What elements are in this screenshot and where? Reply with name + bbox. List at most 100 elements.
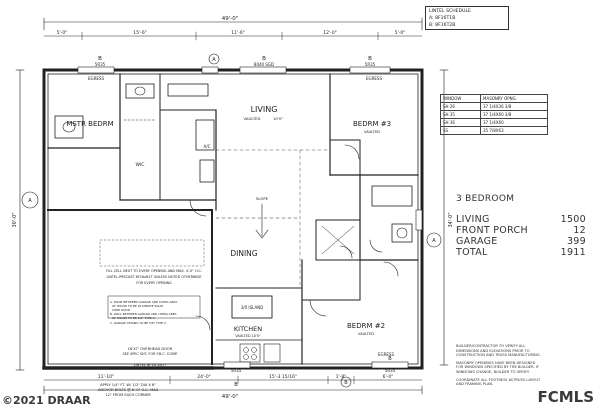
summary-label: TOTAL [456, 247, 488, 258]
room-bedrm3: BEDRM #3 [353, 120, 391, 128]
lintel-schedule-title: LINTEL SCHEDULE [429, 9, 471, 14]
garage-note-6: CORE DOOR [112, 308, 130, 312]
bottom-note-2: ANCHOR BOLTS @ 6'-0" O.C. MAX [98, 388, 159, 392]
window-table-header: WINDOW MASONRY OPNG. [440, 94, 548, 103]
room-bedrm3-ceiling: VAULTED [364, 130, 380, 134]
header-tag-2: 5R35 [365, 62, 376, 67]
room-dining: DINING [230, 249, 257, 258]
garage-note-5: OF HOUSE TO BE 20 MINUTE SOLID [112, 304, 164, 308]
window-table: WINDOW MASONRY OPNG. SH 26 37 1/4X36 3/8… [440, 94, 548, 135]
wall-label-a2: A [432, 238, 436, 244]
window-cell: SH 35 [440, 110, 481, 119]
table-row: SS 35 7/8X63 [440, 126, 548, 135]
wall-label-b6: B [388, 356, 392, 362]
garage-note-3: FOR EVERY OPENING [136, 281, 172, 285]
seg-bottom-1: 24'-0" [197, 374, 211, 380]
wall-label-b2: B [262, 56, 266, 62]
room-kitchen: KITCHEN [234, 325, 262, 333]
area-summary: 3 BEDROOM LIVING 1500 FRONT PORCH 12 GAR… [456, 194, 586, 258]
wall-label-a1: A [212, 57, 216, 63]
wall-label-a3: A [28, 198, 32, 204]
room-living-ceiling: VAULTED [244, 116, 261, 121]
room-kitchen-ceiling: VAULTED 10'0" [235, 334, 261, 338]
wall-label-b5: B [344, 380, 348, 386]
egress-label-2: EGRESS [366, 76, 382, 81]
watermark-left: ©2021 DRAAR [2, 394, 91, 407]
watermark-right: FCMLS [537, 388, 594, 406]
right-total-dim: 34'-0" [448, 212, 454, 227]
summary-label: LIVING [456, 214, 490, 225]
summary-label: FRONT PORCH [456, 225, 528, 236]
garage-note-8: OF HOUSE TO BE 1/2" TYPE X [112, 316, 155, 320]
window-cell: SH 26 [440, 102, 481, 111]
garage-lintel: LINTEL 8F16 2B1T [134, 363, 167, 367]
room-living-ceiling2: 10'0" [273, 116, 283, 121]
room-ac: A/C [204, 144, 211, 149]
header-tag-3: 5R35 [231, 368, 242, 373]
summary-value: 1500 [560, 214, 586, 225]
egress-label-1: EGRESS [88, 76, 104, 81]
lintel-schedule: LINTEL SCHEDULE A: 8F16T1B B: 8F16T2B [425, 6, 509, 30]
window-header-1: MASONRY OPNG. [480, 94, 548, 103]
seg-top-1: 15'-6" [133, 30, 147, 36]
window-cell: SS [440, 126, 481, 135]
seg-top-2: 11'-6" [231, 30, 245, 36]
room-living: LIVING [251, 105, 278, 114]
seg-bottom-0: 11'-10" [98, 374, 114, 380]
header-tag-0: 5R35 [95, 62, 106, 67]
window-cell: 35 7/8X63 [480, 126, 548, 135]
room-bedrm2: BEDRM #2 [347, 322, 385, 330]
overall-bottom-dim: 49'-0" [222, 394, 239, 400]
garage-note-7: B. WALL BETWEEN GARAGE AND LIVING AREA [110, 312, 177, 316]
summary-row: TOTAL 1911 [456, 247, 586, 258]
room-master: MSTR BEDRM [66, 120, 113, 128]
summary-value: 12 [573, 225, 586, 236]
garage-note-4: A. DOOR BETWEEN GARAGE AND LIVING AREA [110, 300, 177, 304]
summary-row: FRONT PORCH 12 [456, 225, 586, 236]
summary-label: GARAGE [456, 236, 498, 247]
seg-bottom-2: 15'-3 15/16" [269, 374, 297, 380]
room-wic: WIC [136, 162, 145, 168]
window-cell: SH 36 [440, 118, 481, 127]
bedroom-count: 3 BEDROOM [456, 194, 515, 204]
room-slope: SLOPE [256, 196, 269, 201]
window-header-0: WINDOW [440, 94, 481, 103]
window-cell: 37 1/4X36 3/8 [480, 102, 548, 111]
window-cell: 37 1/4X60 [480, 118, 548, 127]
table-row: SH 26 37 1/4X36 3/8 [440, 102, 548, 111]
general-notes: BUILDER/CONTRACTOR TO VERIFY ALL DIMENSI… [456, 344, 542, 390]
seg-bottom-3: 1'-8" [336, 374, 347, 380]
summary-value: 1911 [560, 247, 586, 258]
wall-label-b1: B [98, 56, 102, 62]
seg-top-0: 5'-0" [57, 30, 68, 36]
note-2: MASONRY OPENINGS HAVE BEEN DESIGNED FOR … [456, 360, 539, 374]
header-tag-4: 5R35 [385, 368, 396, 373]
table-row: SH 36 37 1/4X60 [440, 118, 548, 127]
note-3: COORDINATE ALL FOOTINGS W/TRUSS LAYOUT A… [456, 377, 541, 387]
overall-top-dim: 49'-0" [222, 16, 239, 22]
garage-door: 16'X7' OVERHEAD DOOR [128, 347, 173, 351]
lintel-a: A: 8F16T1B [429, 16, 456, 21]
header-tag-1: 8040 SGD [254, 62, 274, 67]
garage-note-9: C. GARAGE CEILING TO BE 5/8" TYPE X [110, 321, 166, 325]
table-row: SH 35 37 1/4X60 3/8 [440, 110, 548, 119]
window-cell: 37 1/4X60 3/8 [480, 110, 548, 119]
summary-value: 399 [566, 236, 586, 247]
garage-note-1: FILL CELL NEXT TO EVERY OPENING AND MAX.… [106, 269, 202, 273]
summary-row: GARAGE 399 [456, 236, 586, 247]
lintel-b: B: 8F16T2B [429, 23, 456, 28]
bottom-note-3: 12" FROM EACH CORNER [105, 393, 151, 397]
wall-label-b3: B [368, 56, 372, 62]
left-total-dim: 30'-0" [12, 212, 18, 227]
seg-top-4: 5'-0" [395, 30, 406, 36]
room-bedrm2-ceiling: VAULTED [358, 332, 374, 336]
wall-label-b4: B [234, 382, 238, 388]
note-1: BUILDER/CONTRACTOR TO VERIFY ALL DIMENSI… [456, 344, 541, 358]
egress-label-3: EGRESS [378, 352, 394, 357]
bottom-note-1: APPLY 1/4" FT. W/ 1/2" DIA X 6" [100, 383, 156, 387]
seg-top-3: 12'-0" [323, 30, 337, 36]
garage-note-2: LINTEL-PRECAST 8F16xB1T UNLESS NOTED OTH… [106, 275, 201, 279]
summary-row: LIVING 1500 [456, 214, 586, 225]
room-island: 3/0 ISLAND [241, 305, 264, 310]
